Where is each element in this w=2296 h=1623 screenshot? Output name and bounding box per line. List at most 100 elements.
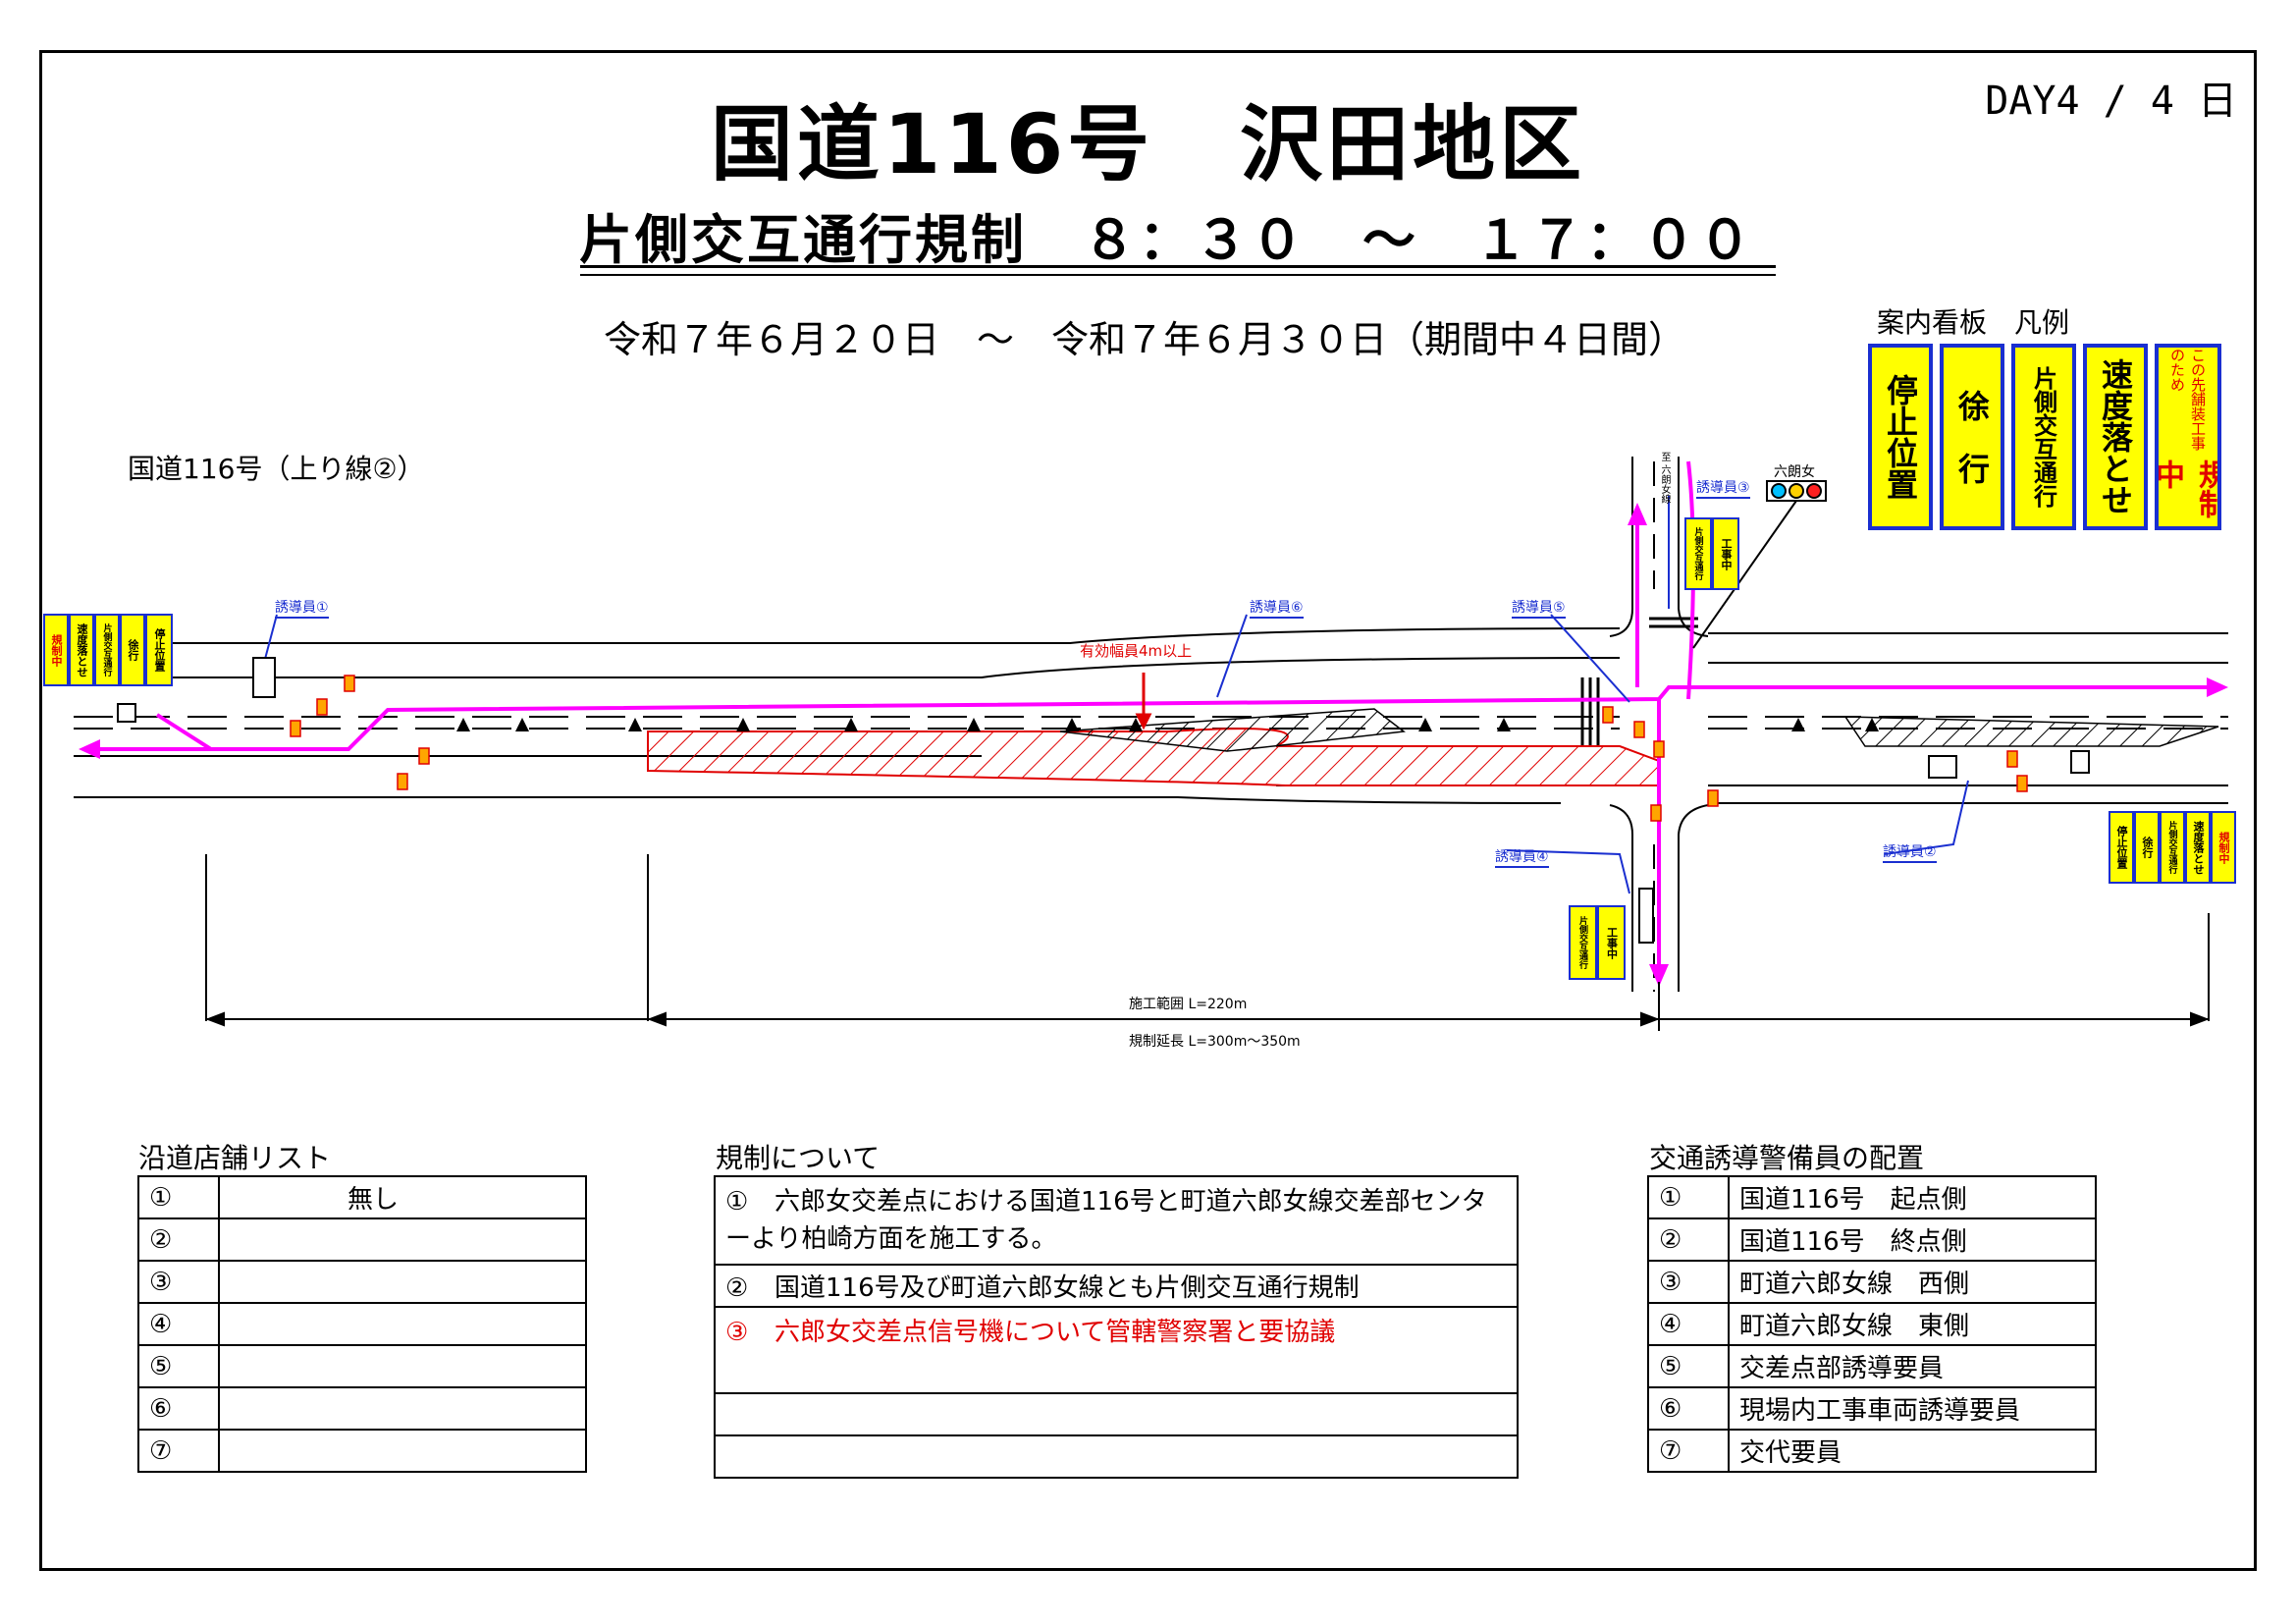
row-text bbox=[714, 1434, 1519, 1479]
legend-sign-stop-position: 停止位置 bbox=[1868, 344, 1933, 530]
guard-label-4: 誘導員④ bbox=[1495, 846, 1549, 868]
table-row: ② bbox=[137, 1217, 587, 1262]
guard-label-2: 誘導員② bbox=[1883, 841, 1937, 863]
table-row: ⑦ bbox=[137, 1429, 587, 1473]
left-sign-alternating: 片側交互通行 bbox=[94, 614, 120, 686]
row-text bbox=[714, 1392, 1519, 1436]
left-sign-stop-position: 停止位置 bbox=[145, 614, 173, 686]
row-number: ③ bbox=[1647, 1260, 1730, 1304]
table-row bbox=[714, 1434, 1519, 1479]
row-number: ⑦ bbox=[137, 1429, 220, 1473]
left-sign-slow: 徐行 bbox=[120, 614, 145, 686]
orange-markers bbox=[290, 675, 2028, 822]
row-text: 六郎女交差点における国道116号と町道六郎女線交差部センターより柏崎方面を施工す… bbox=[725, 1187, 1487, 1254]
width-note: 有効幅員4m以上 bbox=[1080, 642, 1193, 660]
row-number: ③ bbox=[137, 1260, 220, 1304]
guard-label-6: 誘導員⑥ bbox=[1250, 597, 1304, 619]
guard-label-1: 誘導員① bbox=[275, 597, 329, 619]
legend-sign-slow: 徐 行 bbox=[1940, 344, 2004, 530]
vehicles bbox=[117, 657, 2090, 944]
row-number: ② bbox=[725, 1273, 749, 1303]
row-text: 交差点部誘導要員 bbox=[1728, 1344, 2097, 1388]
side-road-label: 至 六朗女線 bbox=[1659, 452, 1670, 505]
north-sign-alternating: 片側交互通行 bbox=[1684, 517, 1712, 590]
right-sign-slow-down: 速度落とせ bbox=[2185, 811, 2211, 884]
guard-label-3: 誘導員③ bbox=[1696, 477, 1750, 499]
taper-zone-left bbox=[1059, 708, 1406, 752]
row-text: 国道116号 終点側 bbox=[1728, 1217, 2097, 1262]
table-row: ③ bbox=[137, 1260, 587, 1304]
row-number: ⑥ bbox=[1647, 1386, 1730, 1431]
taper-zone-right bbox=[1843, 716, 2219, 747]
guard-label-5: 誘導員⑤ bbox=[1512, 597, 1566, 619]
row-text: 現場内工事車両誘導要員 bbox=[1728, 1386, 2097, 1431]
subtitle-underline-2 bbox=[580, 274, 1776, 276]
road-diagram bbox=[74, 457, 2228, 1031]
route-arrowheads bbox=[79, 503, 2228, 987]
table-row: ② 国道116号及び町道六郎女線とも片側交互通行規制 bbox=[714, 1264, 1519, 1308]
row-text bbox=[218, 1386, 587, 1431]
legend-sign-slow-down: 速度落とせ bbox=[2083, 344, 2148, 530]
row-number: ⑤ bbox=[1647, 1344, 1730, 1388]
row-text bbox=[218, 1429, 587, 1473]
legend-signs: 停止位置 徐 行 片側交互通行 速度落とせ この先舗装工事のため 規制中 bbox=[1868, 344, 2221, 540]
table-row: ⑥ bbox=[137, 1386, 587, 1431]
roadside-shops-heading: 沿道店舗リスト bbox=[138, 1142, 332, 1174]
row-number: ⑦ bbox=[1647, 1429, 1730, 1473]
south-sign-under-construction: 工事中 bbox=[1597, 905, 1626, 980]
route-label: 国道116号（上り線②） bbox=[128, 453, 425, 485]
traffic-signal bbox=[1692, 480, 1827, 649]
north-sign-group: 片側交互通行 工事中 bbox=[1684, 517, 1739, 590]
row-text bbox=[218, 1260, 587, 1304]
row-number: ⑤ bbox=[137, 1344, 220, 1388]
construction-range: 施工範囲 L=220m bbox=[1129, 997, 1248, 1012]
row-number: ② bbox=[137, 1217, 220, 1262]
width-note-arrow bbox=[1135, 673, 1152, 730]
table-row: ④ bbox=[137, 1302, 587, 1346]
row-number: ② bbox=[1647, 1217, 1730, 1262]
row-text: 交代要員 bbox=[1728, 1429, 2097, 1473]
signal-label: 六朗女 bbox=[1774, 464, 1815, 480]
regulation-subtitle: 片側交互通行規制 ８：３０ ～ １７：００ bbox=[579, 209, 1754, 271]
row-text bbox=[218, 1217, 587, 1262]
row-number: ④ bbox=[137, 1302, 220, 1346]
right-sign-group: 停止位置 徐行 片側交互通行 速度落とせ 規制中 bbox=[2109, 811, 2236, 884]
left-sign-slow-down: 速度落とせ bbox=[69, 614, 94, 686]
right-sign-slow: 徐行 bbox=[2134, 811, 2160, 884]
row-text: 六郎女交差点信号機について管轄警察署と要協議 bbox=[774, 1318, 1336, 1347]
drawing-frame bbox=[39, 50, 2257, 1571]
guard-leaders bbox=[259, 496, 1969, 894]
table-row: ⑤ bbox=[137, 1344, 587, 1388]
row-text: 国道116号及び町道六郎女線とも片側交互通行規制 bbox=[774, 1273, 1360, 1303]
traffic-cones bbox=[456, 718, 1879, 731]
regulation-length: 規制延長 L=300m～350m bbox=[1129, 1034, 1301, 1050]
left-sign-under-regulation: 規制中 bbox=[43, 614, 69, 686]
dimension-lines bbox=[205, 854, 2210, 1031]
crosswalks bbox=[1580, 617, 1698, 746]
right-sign-alternating: 片側交互通行 bbox=[2160, 811, 2185, 884]
left-sign-group: 規制中 速度落とせ 片側交互通行 徐行 停止位置 bbox=[43, 614, 173, 686]
legend-heading: 案内看板 凡例 bbox=[1877, 306, 2070, 339]
row-number: ① bbox=[137, 1175, 220, 1219]
row-text: 国道116号 起点側 bbox=[1728, 1175, 2097, 1219]
row-number: ① bbox=[725, 1187, 749, 1217]
row-text: 無し bbox=[218, 1175, 587, 1219]
road-edges bbox=[74, 627, 2228, 804]
row-text bbox=[218, 1344, 587, 1388]
row-number: ⑥ bbox=[137, 1386, 220, 1431]
day-indicator: DAY4 / 4 日 bbox=[1985, 79, 2237, 124]
row-number: ① bbox=[1647, 1175, 1730, 1219]
legend-sign-under-regulation: この先舗装工事のため 規制中 bbox=[2155, 344, 2221, 530]
